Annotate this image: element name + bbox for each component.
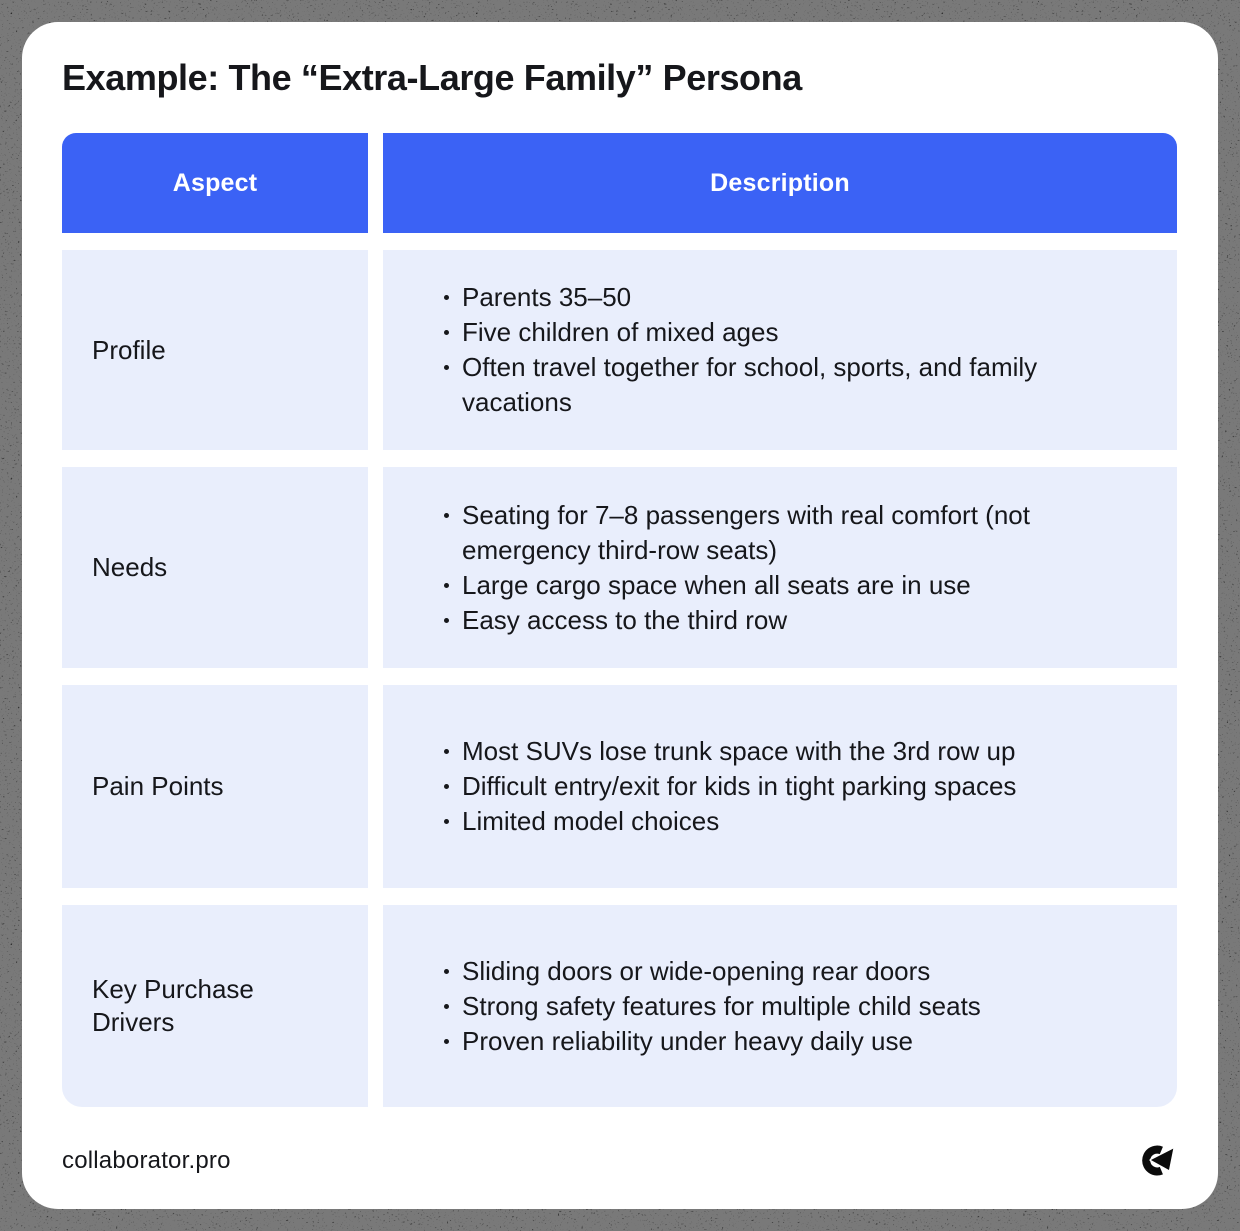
aspect-cell-pain-points: Pain Points — [62, 685, 368, 888]
description-cell-needs: Seating for 7–8 passengers with real com… — [383, 467, 1177, 668]
bullet-list: Seating for 7–8 passengers with real com… — [437, 498, 1077, 638]
footer: collaborator.pro — [62, 1113, 1178, 1209]
column-header-description: Description — [383, 133, 1177, 233]
persona-table: Aspect Description Profile Parents 35–50… — [62, 133, 1178, 1107]
bullet-item: Difficult entry/exit for kids in tight p… — [437, 769, 1077, 804]
bullet-item: Limited model choices — [437, 804, 1077, 839]
aspect-cell-needs: Needs — [62, 467, 368, 668]
description-cell-key-purchase-drivers: Sliding doors or wide-opening rear doors… — [383, 905, 1177, 1107]
bullet-item: Easy access to the third row — [437, 603, 1077, 638]
aspect-cell-profile: Profile — [62, 250, 368, 450]
bullet-list: Sliding doors or wide-opening rear doors… — [437, 954, 1077, 1059]
aspect-cell-key-purchase-drivers: Key Purchase Drivers — [62, 905, 368, 1107]
bullet-item: Strong safety features for multiple chil… — [437, 989, 1077, 1024]
bullet-list: Parents 35–50 Five children of mixed age… — [437, 280, 1077, 420]
bullet-list: Most SUVs lose trunk space with the 3rd … — [437, 734, 1077, 839]
bullet-item: Most SUVs lose trunk space with the 3rd … — [437, 734, 1077, 769]
content-card: Example: The “Extra-Large Family” Person… — [22, 22, 1218, 1209]
column-header-aspect: Aspect — [62, 133, 368, 233]
brand-text: collaborator.pro — [62, 1147, 231, 1174]
page-title: Example: The “Extra-Large Family” Person… — [62, 57, 802, 98]
description-cell-profile: Parents 35–50 Five children of mixed age… — [383, 250, 1177, 450]
bullet-item: Sliding doors or wide-opening rear doors — [437, 954, 1077, 989]
bullet-item: Proven reliability under heavy daily use — [437, 1024, 1077, 1059]
bullet-item: Large cargo space when all seats are in … — [437, 568, 1077, 603]
bullet-item: Five children of mixed ages — [437, 315, 1077, 350]
collaborator-logo-icon — [1142, 1145, 1175, 1176]
bullet-item: Parents 35–50 — [437, 280, 1077, 315]
bullet-item: Often travel together for school, sports… — [437, 350, 1077, 420]
bullet-item: Seating for 7–8 passengers with real com… — [437, 498, 1077, 568]
description-cell-pain-points: Most SUVs lose trunk space with the 3rd … — [383, 685, 1177, 888]
